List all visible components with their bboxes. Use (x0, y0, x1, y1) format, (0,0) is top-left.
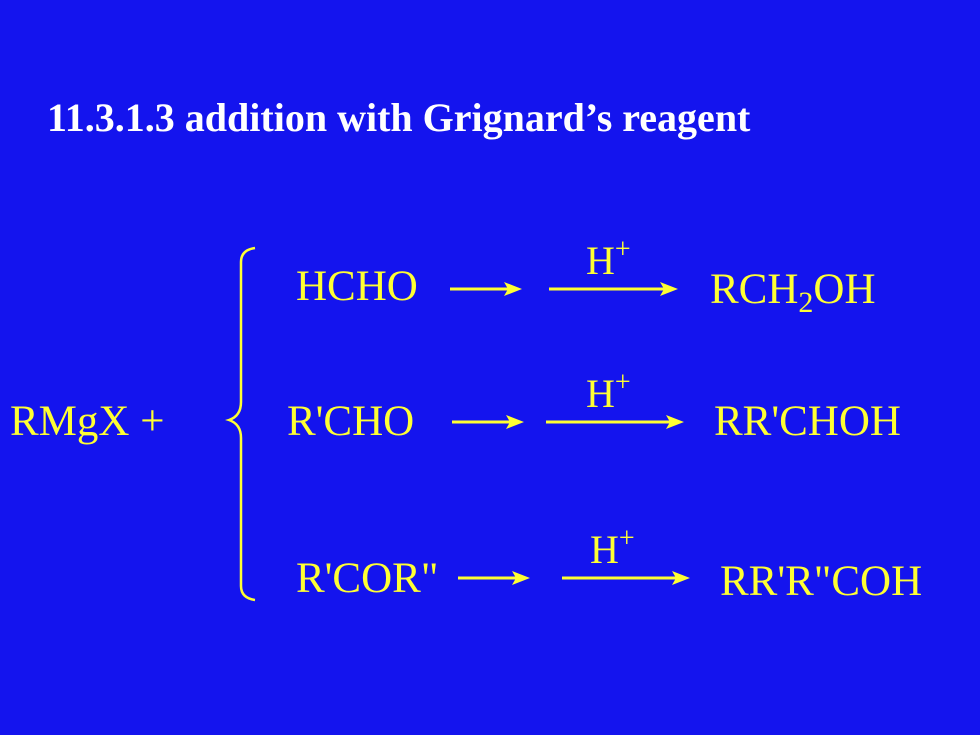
catalyst-row1: H+ (586, 234, 631, 283)
product-row1: RCH2OH (710, 266, 876, 319)
product-row3: RR'R"COH (720, 558, 923, 605)
reactant-row3: R'COR" (296, 555, 439, 602)
arrow-row2-a (452, 415, 524, 429)
product-row2: RR'CHOH (714, 398, 901, 445)
arrow-row1-b (549, 282, 678, 296)
catalyst-row3: H+ (590, 523, 635, 572)
arrow-row3-b (562, 571, 690, 585)
slide-title: 11.3.1.3 addition with Grignard’s reagen… (47, 95, 751, 140)
reactant-row1: HCHO (296, 263, 418, 310)
curly-brace (225, 246, 256, 602)
reactant-row2: R'CHO (287, 398, 415, 445)
arrow-row3-a (458, 571, 530, 585)
catalyst-row2: H+ (586, 367, 631, 416)
arrow-row2-b (546, 415, 684, 429)
reagent-label: RMgX + (10, 398, 165, 445)
arrow-row1-a (450, 282, 522, 296)
